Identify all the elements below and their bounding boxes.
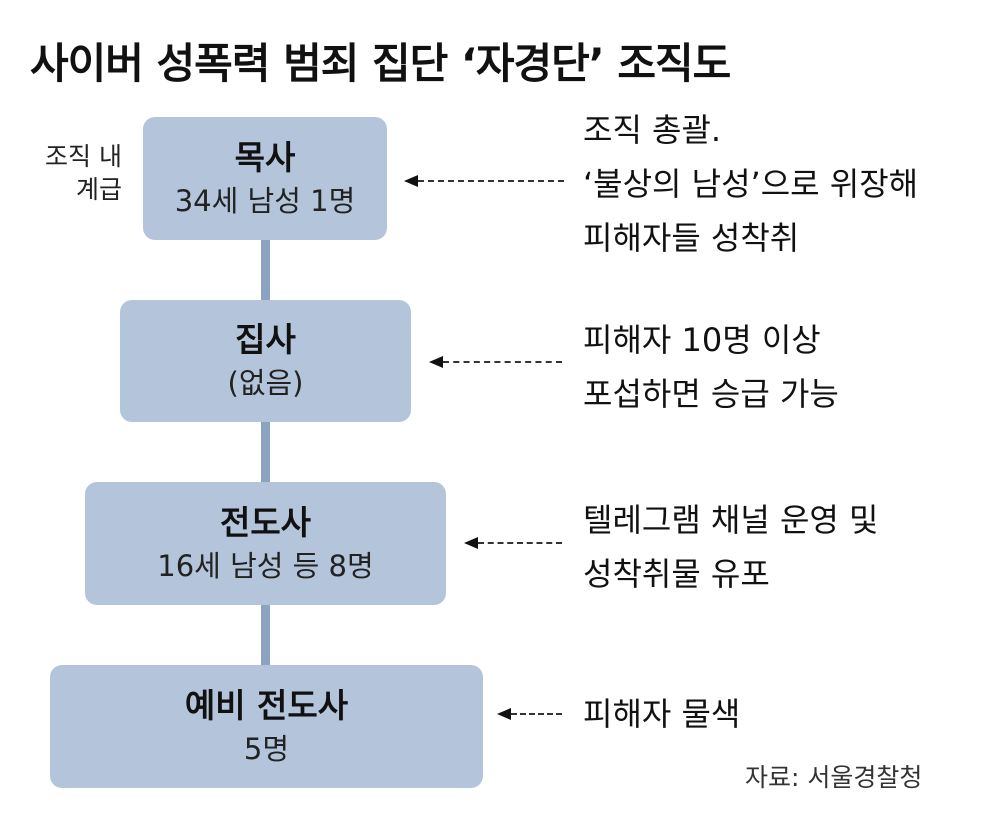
rank-box-prelim-jeondosa: 예비 전도사 5명	[50, 665, 483, 788]
rank-box-moksa: 목사 34세 남성 1명	[143, 117, 387, 240]
arrow-left-icon	[429, 356, 562, 368]
arrow-left-icon	[404, 175, 564, 187]
rank-name: 예비 전도사	[184, 685, 349, 725]
side-label-line: 계급	[75, 175, 122, 204]
rank-box-jeondosa: 전도사 16세 남성 등 8명	[85, 482, 446, 605]
rank-detail: 16세 남성 등 8명	[157, 548, 374, 583]
chart-title: 사이버 성폭력 범죄 집단 ‘자경단’ 조직도	[30, 39, 731, 88]
hierarchy-connector	[261, 240, 270, 665]
description-line: 텔레그램 채널 운영 및	[583, 501, 879, 539]
arrow-left-icon	[464, 537, 562, 549]
rank-detail: (없음)	[227, 366, 304, 400]
source-note: 자료: 서울경찰청	[745, 763, 923, 792]
description-line: 성착취물 유포	[583, 555, 770, 593]
rank-name: 목사	[234, 137, 296, 177]
description-line: 피해자 10명 이상	[583, 321, 821, 359]
description-moksa: 조직 총괄. ‘불상의 남성’으로 위장해 피해자들 성착취	[583, 103, 918, 265]
rank-detail: 5명	[243, 731, 290, 766]
rank-name: 집사	[235, 320, 296, 359]
description-prelim-jeondosa: 피해자 물색	[583, 687, 740, 741]
description-line: 조직 총괄.	[583, 111, 722, 149]
description-jeondosa: 텔레그램 채널 운영 및 성착취물 유포	[583, 493, 878, 601]
rank-detail: 34세 남성 1명	[174, 183, 356, 218]
description-line: 포섭하면 승급 가능	[583, 375, 839, 413]
arrow-left-icon	[497, 708, 562, 720]
side-label: 조직 내 계급	[10, 140, 122, 206]
description-line: 피해자 물색	[583, 695, 741, 733]
side-label-line: 조직 내	[45, 142, 122, 171]
rank-name: 전도사	[219, 502, 312, 542]
description-line: ‘불상의 남성’으로 위장해	[583, 165, 919, 203]
description-line: 피해자들 성착취	[583, 219, 800, 257]
rank-box-jipsa: 집사 (없음)	[120, 300, 411, 422]
description-jipsa: 피해자 10명 이상 포섭하면 승급 가능	[583, 313, 839, 421]
